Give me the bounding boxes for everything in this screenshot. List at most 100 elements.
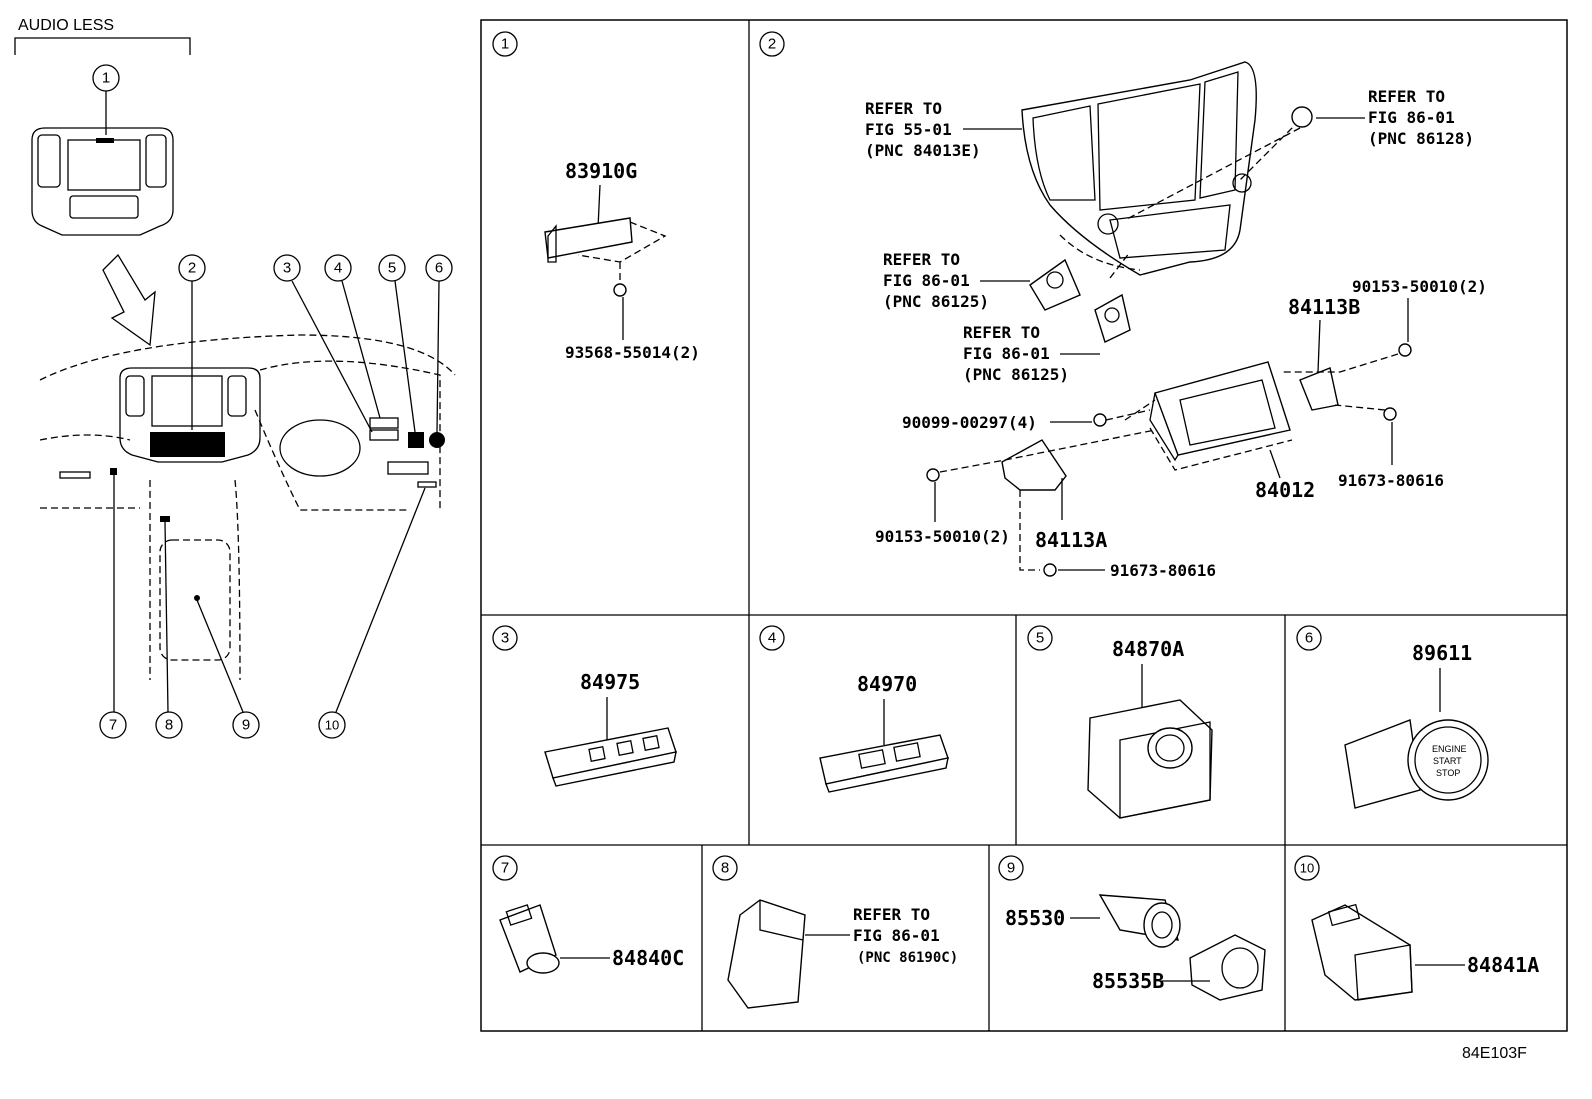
overview-callout-1[interactable]: 1 <box>92 64 120 92</box>
svg-text:4: 4 <box>334 260 342 277</box>
panel-3: 3 84975 <box>492 625 677 787</box>
svg-text:10: 10 <box>325 718 339 733</box>
panel-7: 7 84840C <box>492 855 684 974</box>
overview-callout-9[interactable]: 9 <box>232 711 260 739</box>
svg-text:REFER TO: REFER TO <box>865 99 942 118</box>
ref-fig-86-01-pnc-86125-a[interactable]: REFER TO FIG 86-01 (PNC 86125) <box>883 250 989 311</box>
bracket-a-icon <box>1001 439 1067 491</box>
panel-number: 3 <box>501 630 509 647</box>
figure-code: 84E103F <box>1462 1045 1527 1062</box>
ref-fig-86-01-pnc-86125-b[interactable]: REFER TO FIG 86-01 (PNC 86125) <box>963 323 1069 384</box>
panel-number: 4 <box>768 630 776 647</box>
overview-callout-4[interactable]: 4 <box>324 254 352 282</box>
part-number-84975[interactable]: 84975 <box>580 670 640 694</box>
dial-switch-drawing <box>1087 699 1213 819</box>
panel-9: 9 85530 85535B <box>998 855 1266 1001</box>
switch-text-start: START <box>1433 756 1462 766</box>
part-number-83910G[interactable]: 83910G <box>565 159 637 183</box>
panel-4: 4 84970 <box>759 625 949 793</box>
engine-start-switch-drawing: ENGINE START STOP <box>1344 719 1489 809</box>
switch-84970-drawing <box>819 734 949 793</box>
climate-control-unit-drawing <box>1149 361 1291 462</box>
svg-text:(PNC 86125): (PNC 86125) <box>883 292 989 311</box>
svg-text:9: 9 <box>242 717 250 734</box>
switch-84975-drawing <box>544 727 677 787</box>
center-panel-drawing <box>1021 61 1257 276</box>
part-number-90153-50010-bottom[interactable]: 90153-50010(2) <box>875 527 1010 546</box>
power-outlet-drawing <box>1098 894 1266 1001</box>
usb-port-drawing <box>499 904 560 974</box>
ref-fig-86-01-pnc-86190C[interactable]: REFER TO FIG 86-01 (PNC 86190C) <box>853 905 958 966</box>
ref-fig-86-01-pnc-86128[interactable]: REFER TO FIG 86-01 (PNC 86128) <box>1368 87 1474 148</box>
svg-text:REFER TO: REFER TO <box>853 905 930 924</box>
panel-5: 5 84870A <box>1027 625 1213 819</box>
overview-callout-8[interactable]: 8 <box>155 711 183 739</box>
switch-module-drawing <box>1029 258 1131 343</box>
switch-text-stop: STOP <box>1436 768 1460 778</box>
part-number-84841A[interactable]: 84841A <box>1467 953 1539 977</box>
part-number-84970[interactable]: 84970 <box>857 672 917 696</box>
panel-10: 10 84841A <box>1294 855 1539 1001</box>
svg-text:(PNC 86190C): (PNC 86190C) <box>857 950 958 966</box>
screw-icon <box>1398 343 1412 357</box>
svg-text:(PNC 86128): (PNC 86128) <box>1368 129 1474 148</box>
svg-text:6: 6 <box>435 260 443 277</box>
ref-fig-55-01[interactable]: REFER TO FIG 55-01 (PNC 84013E) <box>865 99 981 160</box>
panel-2: 2 REFER TO FIG 55-01 (PNC 84013E) REFER … <box>759 31 1487 580</box>
svg-text:REFER TO: REFER TO <box>1368 87 1445 106</box>
part-number-84113B[interactable]: 84113B <box>1288 295 1360 319</box>
part-number-89611[interactable]: 89611 <box>1412 641 1472 665</box>
panel-8: 8 REFER TO FIG 86-01 (PNC 86190C) <box>712 855 958 1009</box>
svg-text:FIG 86-01: FIG 86-01 <box>1368 108 1455 127</box>
screw-icon <box>1093 413 1107 427</box>
knob-icon <box>1291 106 1313 128</box>
overview-area: AUDIO LESS 1 2 3 <box>14 17 456 739</box>
svg-text:(PNC 86125): (PNC 86125) <box>963 365 1069 384</box>
bracket-b-icon <box>1299 367 1339 411</box>
svg-text:FIG 55-01: FIG 55-01 <box>865 120 952 139</box>
part-number-84113A[interactable]: 84113A <box>1035 528 1107 552</box>
panel-number: 2 <box>768 36 776 53</box>
panel-1: 1 83910G 93568-55014(2) <box>492 31 700 362</box>
dashboard-drawing <box>39 334 456 681</box>
svg-text:7: 7 <box>109 717 117 734</box>
panel-number: 9 <box>1007 860 1015 877</box>
part-number-90099-00297[interactable]: 90099-00297(4) <box>902 413 1037 432</box>
overview-callout-6[interactable]: 6 <box>425 254 453 282</box>
panel-6: 6 89611 ENGINE START STOP <box>1296 625 1489 809</box>
overview-callout-7[interactable]: 7 <box>99 711 127 739</box>
overview-callout-5[interactable]: 5 <box>378 254 406 282</box>
overview-callout-10[interactable]: 10 <box>318 711 346 739</box>
svg-text:REFER TO: REFER TO <box>883 250 960 269</box>
screw-icon <box>1383 407 1397 421</box>
screw-icon <box>926 468 940 482</box>
part-number-84012[interactable]: 84012 <box>1255 478 1315 502</box>
overview-callout-3[interactable]: 3 <box>273 254 301 282</box>
part-number-91673-80616-bottom[interactable]: 91673-80616 <box>1110 561 1216 580</box>
bracket-drawing <box>544 217 667 263</box>
svg-text:8: 8 <box>165 717 173 734</box>
part-number-93568-55014[interactable]: 93568-55014(2) <box>565 343 700 362</box>
svg-text:REFER TO: REFER TO <box>963 323 1040 342</box>
panel-number: 7 <box>501 860 509 877</box>
panel-number: 5 <box>1036 630 1044 647</box>
svg-text:5: 5 <box>388 260 396 277</box>
svg-text:(PNC 84013E): (PNC 84013E) <box>865 141 981 160</box>
svg-text:FIG 86-01: FIG 86-01 <box>853 926 940 945</box>
svg-text:3: 3 <box>283 260 291 277</box>
svg-text:2: 2 <box>188 260 196 277</box>
overview-callout-2[interactable]: 2 <box>178 254 206 282</box>
part-number-84870A[interactable]: 84870A <box>1112 637 1184 661</box>
part-number-90153-50010-top[interactable]: 90153-50010(2) <box>1352 277 1487 296</box>
socket-drawing <box>727 899 806 1009</box>
part-number-91673-80616-right[interactable]: 91673-80616 <box>1338 471 1444 490</box>
svg-text:FIG 86-01: FIG 86-01 <box>883 271 970 290</box>
part-number-85535B[interactable]: 85535B <box>1092 969 1164 993</box>
part-number-85530[interactable]: 85530 <box>1005 906 1065 930</box>
part-number-84840C[interactable]: 84840C <box>612 946 684 970</box>
arrow-icon <box>102 253 156 347</box>
panel-number: 8 <box>721 860 729 877</box>
switch-84841A-drawing <box>1311 903 1413 1001</box>
panel-number: 6 <box>1305 630 1313 647</box>
